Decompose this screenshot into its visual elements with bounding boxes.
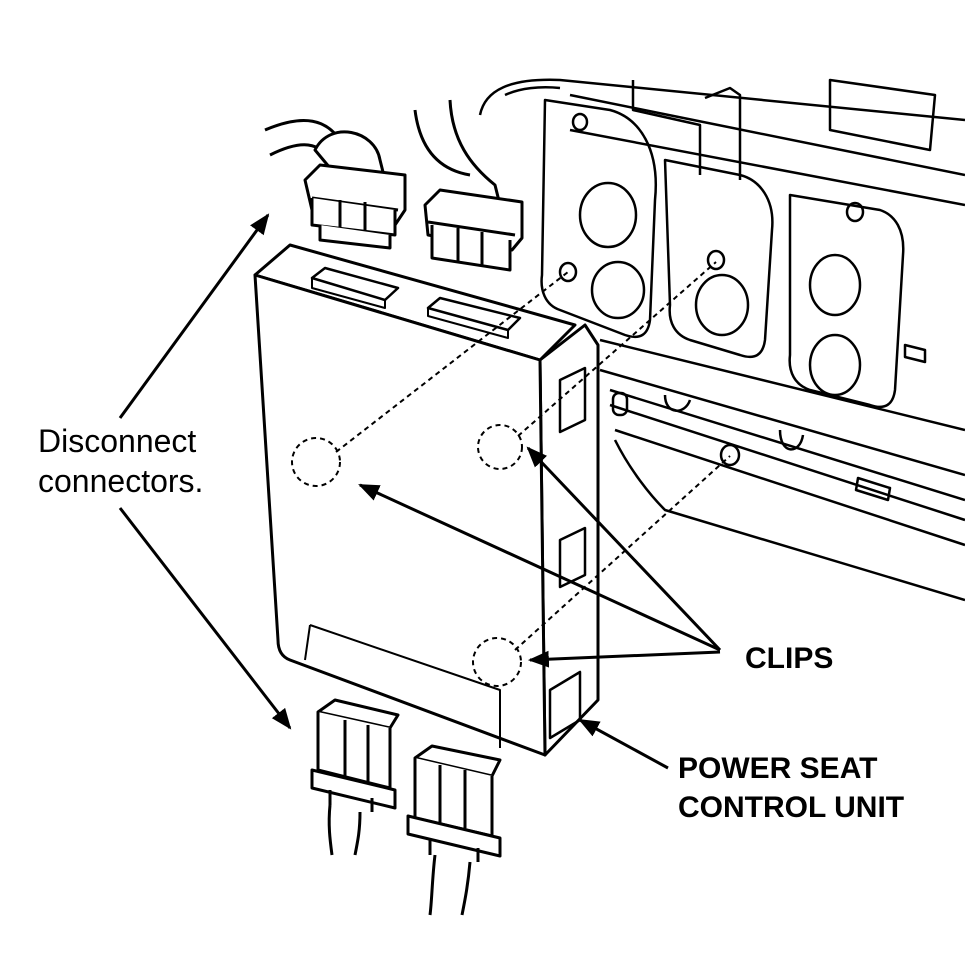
unit-label-line2: CONTROL UNIT	[678, 791, 904, 824]
power-seat-control-unit	[253, 243, 600, 757]
bottom-connector-left	[310, 698, 400, 856]
unit-label-line1: POWER SEAT	[678, 752, 877, 785]
arrow-clips-1	[358, 483, 721, 652]
top-connector-left	[264, 119, 407, 250]
leader-arrows	[118, 213, 722, 770]
clip-1	[291, 437, 341, 487]
arrow-clips-2	[526, 446, 722, 652]
arrow-clips-3	[527, 650, 721, 668]
bracket-1	[540, 98, 658, 339]
bracket-2	[663, 158, 774, 359]
top-connector-right	[413, 99, 524, 272]
clip-2	[477, 424, 523, 470]
arrow-disconnect-bottom	[118, 507, 292, 730]
disconnect-label-line2: connectors.	[38, 463, 203, 499]
arrow-disconnect-top	[118, 213, 270, 419]
bracket-3	[788, 193, 905, 409]
clips-label: CLIPS	[745, 642, 833, 675]
clip-3	[472, 637, 522, 687]
arrow-unit	[578, 718, 669, 770]
disconnect-label-line1: Disconnect	[38, 423, 196, 459]
seat-frame	[478, 78, 965, 602]
clip-hidden-lines	[291, 261, 731, 687]
bottom-connector-right	[406, 744, 502, 916]
